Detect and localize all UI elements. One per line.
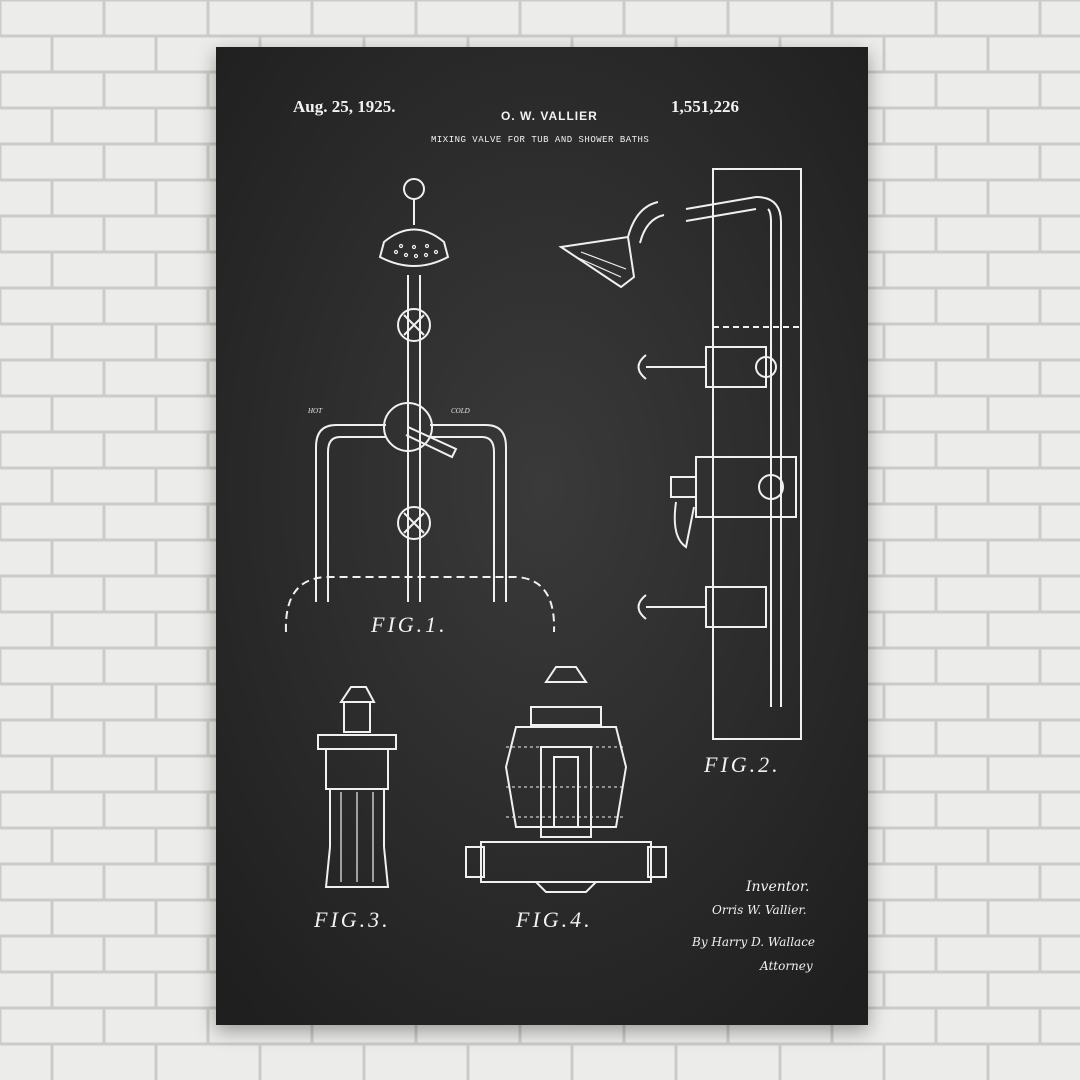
fig3-cartridge-drawing	[317, 686, 397, 888]
fig1-label: FIG.1.	[371, 612, 448, 637]
attorney-label: Attorney	[760, 959, 813, 973]
patent-inventor-header: O. W. VALLIER	[501, 109, 598, 123]
patent-date: Aug. 25, 1925.	[293, 97, 396, 116]
fig2-wall-section-drawing	[558, 168, 802, 740]
fig4-label: FIG.4.	[516, 907, 593, 932]
attorney-signature: By Harry D. Wallace	[692, 935, 816, 949]
hot-label: HOT	[308, 407, 323, 415]
inventor-signature: Orris W. Vallier.	[712, 903, 807, 917]
patent-poster: Aug. 25, 1925. O. W. VALLIER 1,551,226 M…	[216, 47, 868, 1025]
cold-label: COLD	[451, 407, 470, 415]
fig4-valve-body-drawing	[465, 666, 667, 893]
fig1-shower-drawing	[284, 178, 556, 633]
patent-drawing	[216, 47, 868, 1025]
fig3-label: FIG.3.	[314, 907, 391, 932]
patent-number: 1,551,226	[671, 97, 739, 116]
fig2-label: FIG.2.	[704, 752, 781, 777]
patent-title: MIXING VALVE FOR TUB AND SHOWER BATHS	[431, 135, 650, 145]
inventor-label: Inventor.	[746, 879, 810, 895]
